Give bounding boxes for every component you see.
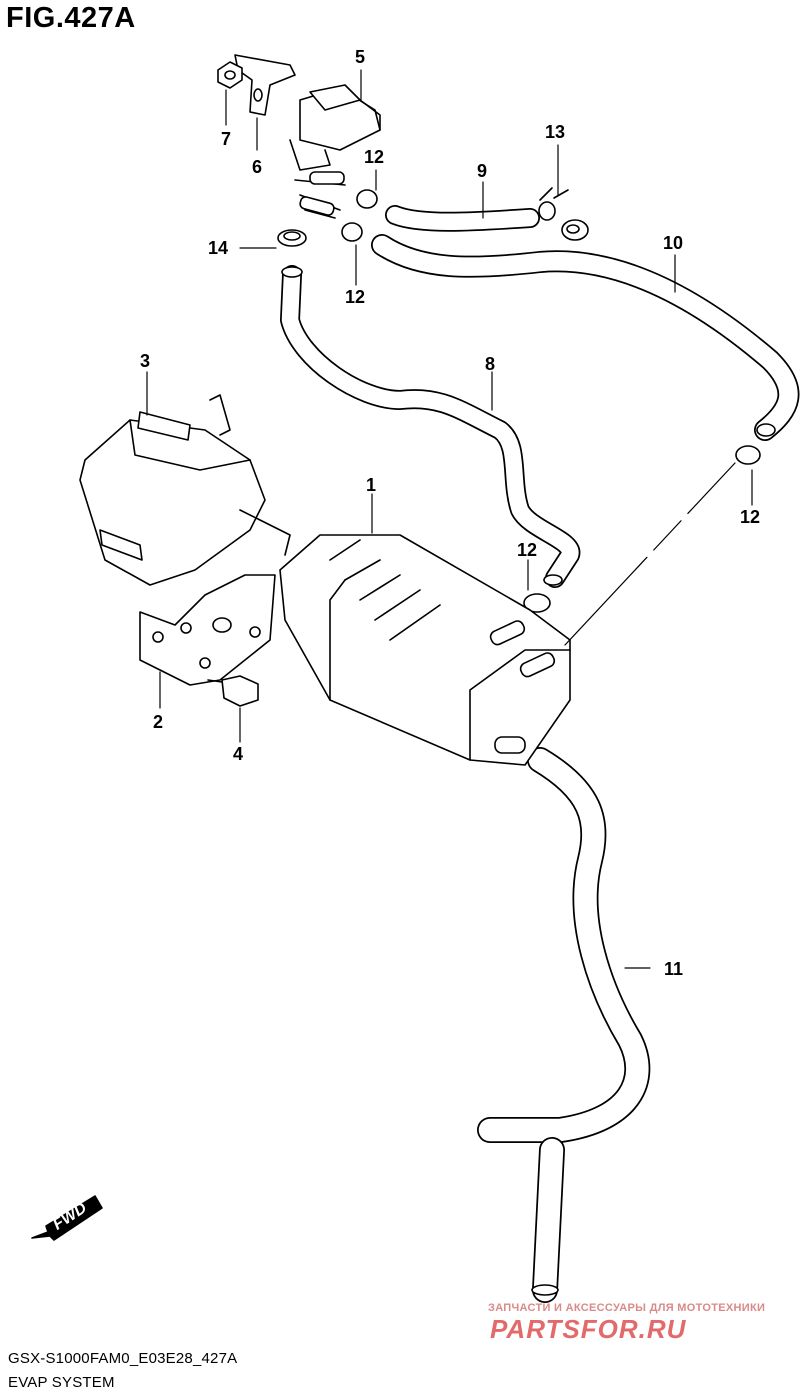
callout-4: 4	[233, 744, 244, 764]
callout-11: 11	[664, 959, 684, 979]
callout-6: 6	[252, 157, 263, 177]
cover-part-3	[79, 394, 291, 586]
figure-title: FIG.427A	[6, 2, 136, 34]
canister-part-1	[279, 534, 571, 766]
clip-part-14	[277, 229, 307, 247]
callout-5: 5	[355, 47, 366, 67]
nut-part-7	[217, 61, 243, 89]
callout-13: 13	[545, 122, 566, 142]
callout-12-upper: 12	[364, 147, 385, 167]
model-code: GSX-S1000FAM0_E03E28_427A	[8, 1350, 238, 1367]
leader-lines	[146, 69, 753, 969]
callout-14: 14	[208, 238, 229, 258]
fwd-arrow-icon	[31, 1195, 103, 1241]
callout-2: 2	[153, 712, 164, 732]
callout-10: 10	[663, 233, 684, 253]
callout-12-middle: 12	[345, 287, 366, 307]
callout-12-canister: 12	[517, 540, 538, 560]
callout-7: 7	[221, 129, 232, 149]
clip-part-13	[538, 187, 569, 221]
hose-part-9	[385, 205, 589, 241]
hose-part-10	[371, 234, 800, 441]
callout-3: 3	[140, 351, 151, 371]
bracket-part-6	[234, 54, 296, 116]
watermark-logo: PARTSFOR.RU	[490, 1314, 687, 1344]
callout-9: 9	[477, 161, 488, 181]
bracket-part-2	[139, 574, 276, 686]
callout-1: 1	[366, 475, 377, 495]
clip-part-12-group	[341, 189, 761, 613]
hose-part-8	[280, 265, 581, 588]
bolt-part-4	[207, 675, 259, 707]
section-name: EVAP SYSTEM	[8, 1374, 115, 1391]
hose-part-11	[477, 747, 651, 1303]
callout-8: 8	[485, 354, 496, 374]
watermark-tagline: ЗАПЧАСТИ И АКСЕССУАРЫ ДЛЯ МОТОТЕХНИКИ	[488, 1302, 766, 1314]
callout-12-right: 12	[740, 507, 761, 527]
valve-part-5	[289, 84, 381, 219]
